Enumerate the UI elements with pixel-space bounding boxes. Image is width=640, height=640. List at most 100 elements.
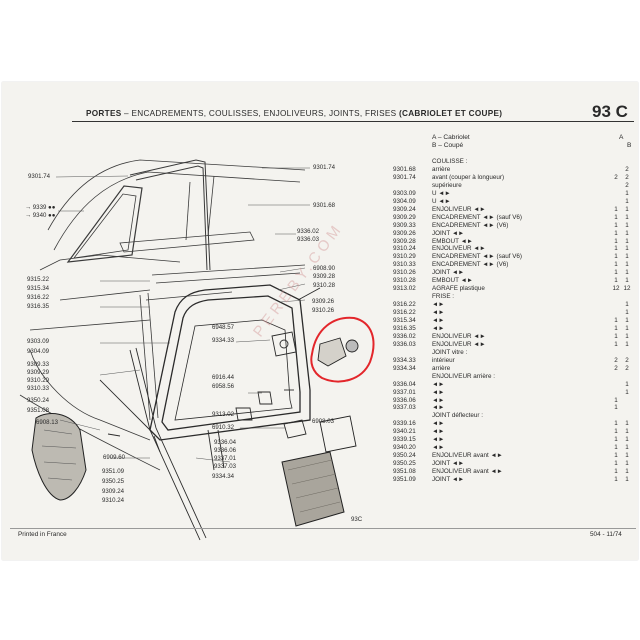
figure-reference: 93C bbox=[351, 516, 363, 523]
part-code: 9309.33 bbox=[393, 221, 416, 229]
callout-9303-09: 9303.09 bbox=[27, 338, 50, 345]
qty-cabriolet: 1 bbox=[614, 221, 618, 229]
callout-6908-13: 6908.13 bbox=[36, 419, 59, 426]
table-row: 9336.06◄►1 bbox=[0, 397, 640, 405]
part-code: 9340.20 bbox=[393, 444, 416, 452]
part-code: 9334.34 bbox=[393, 364, 416, 372]
qty-coupe: 1 bbox=[625, 317, 629, 324]
callout-9301-74-right: 9301.74 bbox=[313, 164, 336, 171]
lower-strips bbox=[99, 347, 207, 541]
legend-a: A – Cabriolet bbox=[432, 134, 470, 141]
qty-cabriolet: 1 bbox=[614, 436, 618, 444]
part-code: 9351.09 bbox=[393, 476, 416, 483]
qty-cabriolet: 1 bbox=[614, 460, 618, 468]
footer-reference: 504 - 11/74 bbox=[590, 531, 622, 538]
qty-cabriolet: 1 bbox=[614, 317, 618, 324]
callout-9350-25: 9350.25 bbox=[102, 478, 125, 485]
legend-b-code: B bbox=[627, 142, 632, 149]
page-title: PORTES – ENCADREMENTS, COULISSES, ENJOLI… bbox=[86, 109, 502, 118]
part-description: JOINT vitre : bbox=[432, 348, 468, 356]
callout-9310-29: 9310.29 bbox=[27, 377, 50, 384]
qty-coupe: 1 bbox=[625, 452, 629, 460]
rear-enjoliveur-plate bbox=[281, 415, 357, 527]
part-description: ENJOLIVEUR ◄► bbox=[432, 245, 486, 253]
callout-9309-29: 9309.29 bbox=[27, 369, 50, 376]
qty-coupe: 1 bbox=[625, 428, 629, 436]
qty-coupe: 2 bbox=[625, 173, 629, 181]
qty-cabriolet: 12 bbox=[612, 285, 620, 293]
part-code: 9336.04 bbox=[393, 380, 416, 388]
callout-9316-22: 9316.22 bbox=[27, 294, 50, 301]
callout-6916-44: 6916.44 bbox=[212, 374, 235, 381]
table-row: 9316.22◄►1 bbox=[0, 301, 640, 309]
part-description: JOINT ◄► bbox=[432, 269, 465, 277]
table-row: 9337.03◄►1 bbox=[0, 404, 640, 412]
footer-printed: Printed in France bbox=[18, 531, 67, 538]
part-description: ENCADREMENT ◄► (sauf V6) bbox=[432, 213, 523, 221]
part-description: ENJOLIVEUR ◄► bbox=[432, 332, 486, 340]
callout-9336-06: 9336.06 bbox=[214, 447, 237, 454]
table-row: 9336.04◄►1 bbox=[0, 381, 640, 389]
red-highlight-circle bbox=[310, 316, 375, 383]
part-code: 9316.35 bbox=[393, 324, 416, 332]
part-description: ENJOLIVEUR avant ◄► bbox=[432, 452, 503, 460]
qty-coupe: 1 bbox=[625, 340, 629, 348]
callout-6908-03: 6908.03 bbox=[312, 418, 335, 425]
qty-coupe: 1 bbox=[625, 277, 629, 285]
table-row: 9337.01◄►1 bbox=[0, 389, 640, 397]
part-description: intérieur bbox=[432, 356, 455, 364]
part-description: EMBOUT ◄► bbox=[432, 277, 474, 285]
part-description: U ◄► bbox=[432, 189, 451, 197]
callout-9351-09: 9351.09 bbox=[102, 468, 125, 475]
part-description: ◄► bbox=[432, 396, 445, 404]
callout-9340: → 9340 ●● bbox=[25, 212, 56, 219]
part-description: ◄► bbox=[432, 428, 445, 436]
qty-coupe: 1 bbox=[625, 253, 629, 261]
part-code: 9316.22 bbox=[393, 301, 416, 309]
leader-lines bbox=[55, 167, 310, 463]
qty-coupe: 1 bbox=[625, 444, 629, 452]
table-row: 9316.22◄►1 bbox=[0, 309, 640, 317]
qty-cabriolet: 1 bbox=[614, 404, 618, 412]
part-description: ENJOLIVEUR ◄► bbox=[432, 205, 486, 213]
deflector-gasket bbox=[31, 413, 87, 501]
qty-coupe: 1 bbox=[625, 420, 629, 428]
callout-6958-56: 6958.56 bbox=[212, 383, 235, 390]
qty-cabriolet: 1 bbox=[614, 229, 618, 237]
legend-a-code: A bbox=[619, 134, 624, 141]
part-code: 9336.03 bbox=[393, 340, 416, 348]
part-description: COULISSE : bbox=[432, 158, 468, 165]
qty-cabriolet: 1 bbox=[614, 444, 618, 452]
part-code: 9309.28 bbox=[393, 237, 416, 245]
callout-9350-24: 9350.24 bbox=[27, 397, 50, 404]
qty-cabriolet: 1 bbox=[614, 396, 618, 404]
title-part-portes: PORTES bbox=[86, 109, 122, 118]
table-row: COULISSE : bbox=[0, 158, 640, 166]
qty-cabriolet: 1 bbox=[614, 237, 618, 245]
qty-cabriolet: 1 bbox=[614, 245, 618, 253]
qty-cabriolet: 1 bbox=[614, 420, 618, 428]
part-description: ENJOLIVEUR arrière : bbox=[432, 372, 495, 380]
qty-coupe: 1 bbox=[625, 309, 629, 317]
qty-coupe: 2 bbox=[625, 181, 629, 189]
table-row: ENJOLIVEUR arrière : bbox=[0, 373, 640, 381]
qty-coupe: 1 bbox=[625, 332, 629, 340]
part-description: arrière bbox=[432, 364, 451, 372]
callout-9309-24: 9309.24 bbox=[102, 488, 125, 495]
callout-9309-28: 9309.28 bbox=[313, 273, 336, 280]
part-description: ◄► bbox=[432, 309, 445, 317]
callout-9336-03: 9336.03 bbox=[297, 236, 320, 243]
callout-9336-04: 9336.04 bbox=[214, 439, 237, 446]
